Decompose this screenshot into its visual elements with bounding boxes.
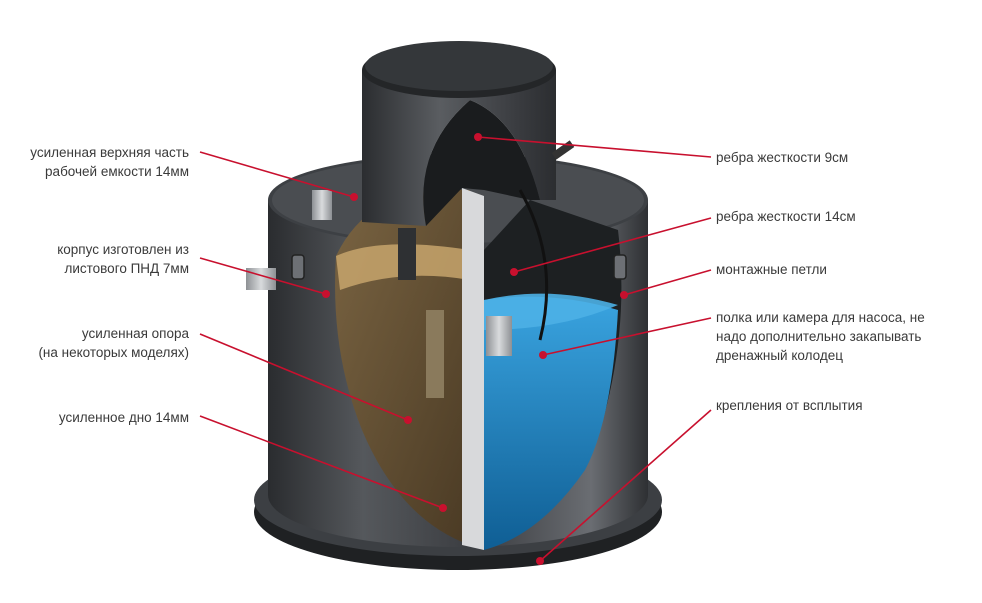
cutaway-interior xyxy=(335,188,622,550)
leader-lines xyxy=(199,136,712,562)
overflow-pipe xyxy=(426,310,444,398)
tee-fitting xyxy=(486,316,512,356)
label-ribs-9cm: ребра жесткости 9см xyxy=(716,150,849,165)
label-mounting-loops: монтажные петли xyxy=(716,262,827,277)
label-anti-float-mounts: крепления от всплытия xyxy=(716,398,863,413)
label-ribs-14cm: ребра жесткости 14см xyxy=(716,209,856,224)
mounting-loops xyxy=(291,254,627,280)
top-vent-pipe xyxy=(312,190,332,220)
label-reinforced-bottom: усиленное дно 14мм xyxy=(58,410,189,425)
label-body-material: корпус изготовлен из листового ПНД 7мм xyxy=(57,242,189,276)
label-reinforced-support: усиленная опора (на некоторых моделях) xyxy=(38,326,189,360)
drop-pipe xyxy=(398,228,416,280)
label-reinforced-top: усиленная верхняя часть рабочей емкости … xyxy=(30,145,189,179)
label-pump-shelf: полка или камера для насоса, не надо доп… xyxy=(716,310,925,363)
pump-cable xyxy=(518,189,549,341)
tank-neck xyxy=(362,41,556,226)
leader-dots xyxy=(322,133,628,565)
